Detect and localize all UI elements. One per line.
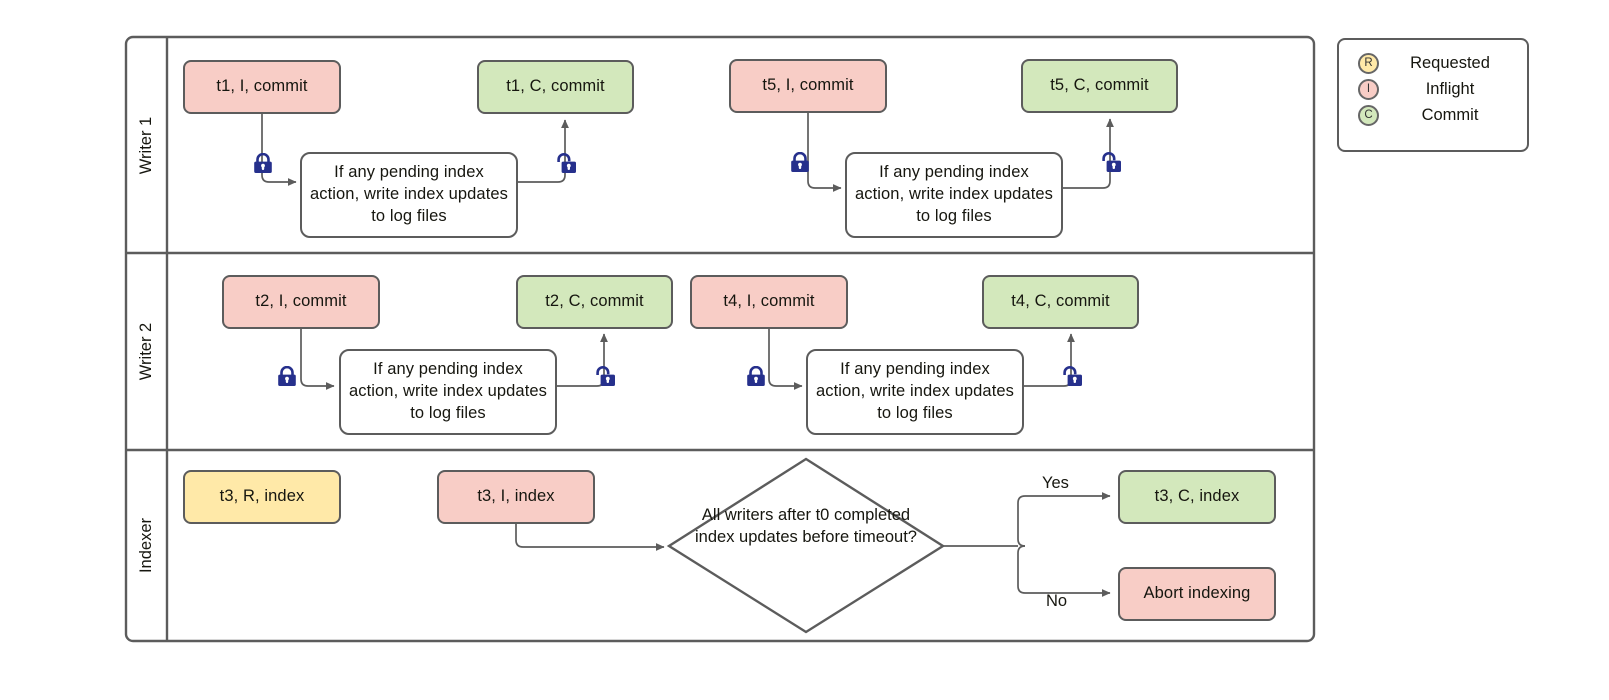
edge-w2-inflight-to-process [300,329,335,390]
node-w2-t2-commit[interactable]: t2, C, commit [516,275,673,329]
lane-label-writer2: Writer 2 [126,253,167,450]
pool-frame [124,35,1316,643]
node-indexer-abort[interactable]: Abort indexing [1118,567,1276,621]
edge-label-yes: Yes [1042,474,1069,492]
edge-w1b-process-to-commit [1063,118,1114,189]
node-indexer-t3-inflight[interactable]: t3, I, index [437,470,595,524]
node-w2-t4-commit[interactable]: t4, C, commit [982,275,1139,329]
process-w1-write-index-a[interactable]: If any pending index action, write index… [300,152,518,238]
lane-label-writer1: Writer 1 [126,37,167,253]
decision-diamond [666,457,946,634]
process-w2-write-index-b[interactable]: If any pending index action, write index… [806,349,1024,435]
node-w1-t5-inflight[interactable]: t5, I, commit [729,59,887,113]
lock-open-icon [1102,152,1121,172]
lock-closed-icon [747,366,765,386]
legend-badge-requested: R [1358,52,1379,74]
decision-label: All writers after t0 completed index upd… [695,506,917,547]
lane-label-writer1-text: Writer 1 [137,116,156,174]
lock-closed-icon [278,366,296,386]
edge-w2b-inflight-to-process [768,329,803,390]
edge-label-no: No [1046,592,1068,610]
legend-label-commit: Commit [1421,105,1479,124]
node-w1-t5-commit[interactable]: t5, C, commit [1021,59,1178,113]
legend-item-commit: C Commit [1339,102,1527,128]
lock-open-icon [596,366,615,386]
lock-open-icon [557,153,576,173]
legend-label-requested: Requested [1410,53,1490,72]
edge-decision-split [943,492,1111,597]
lock-closed-icon [254,153,272,173]
edge-indexer-inflight-to-decision [515,523,665,551]
edge-w1-inflight-to-process [261,114,297,186]
node-w1-t1-inflight[interactable]: t1, I, commit [183,60,341,114]
legend-item-requested: R Requested [1339,50,1527,76]
edge-w1-process-to-commit [518,119,569,183]
node-indexer-t3-requested[interactable]: t3, R, index [183,470,341,524]
legend-badge-inflight: I [1358,78,1379,100]
node-indexer-t3-commit[interactable]: t3, C, index [1118,470,1276,524]
process-w1-write-index-b[interactable]: If any pending index action, write index… [845,152,1063,238]
legend-label-inflight: Inflight [1425,79,1475,98]
lock-closed-icon [791,152,809,172]
lane-label-indexer: Indexer [126,450,167,641]
node-w2-t2-inflight[interactable]: t2, I, commit [222,275,380,329]
lock-open-icon [1063,366,1082,386]
lane-label-writer2-text: Writer 2 [137,322,156,381]
edge-w1b-inflight-to-process [807,113,842,192]
legend-panel: R Requested I Inflight C Commit [1337,38,1529,152]
node-w2-t4-inflight[interactable]: t4, I, commit [690,275,848,329]
lane-label-indexer-text: Indexer [137,517,156,574]
process-w2-write-index-a[interactable]: If any pending index action, write index… [339,349,557,435]
node-w1-t1-commit[interactable]: t1, C, commit [477,60,634,114]
legend-item-inflight: I Inflight [1339,76,1527,102]
legend-badge-commit: C [1358,104,1379,126]
